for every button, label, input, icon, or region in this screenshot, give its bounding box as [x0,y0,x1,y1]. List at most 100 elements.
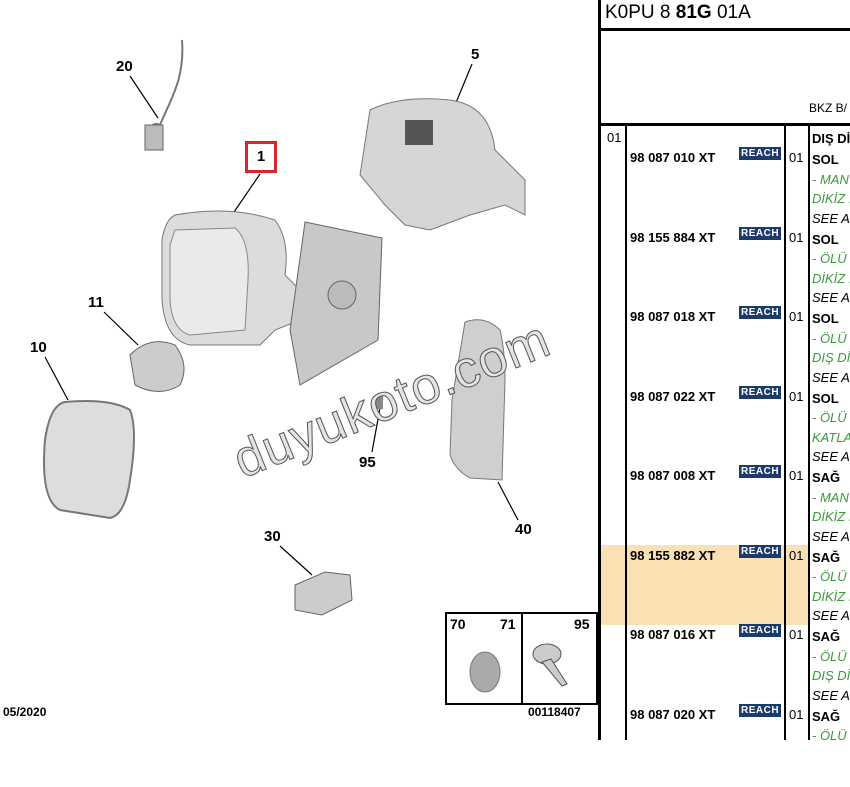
callout-40[interactable]: 40 [515,521,532,538]
desc-line-1: - ÖLÜ [812,410,847,425]
description: SAĞ - ÖLÜ [812,707,847,746]
part-number[interactable]: 98 087 018 XT [630,309,716,324]
desc-line-2: DIŞ Dİ [812,668,850,683]
desc-line-2: DİKİZ . [812,588,850,604]
see-also-link[interactable]: SEE A [812,687,850,703]
part-number[interactable]: 98 087 022 XT [630,388,716,404]
see-also-link[interactable]: SEE A [812,369,850,385]
inset-cell-70-71 [447,614,523,703]
desc-line-1: - MAN [812,171,849,187]
description: SOL - MAN DİKİZ . SEE A [812,150,850,228]
part-number[interactable]: 98 155 882 XT [630,547,716,563]
screw [532,643,568,687]
reach-badge: REACH [739,465,782,478]
side-label: SAĞ [812,549,841,565]
quantity: 01 [789,547,804,563]
desc-line-1: - ÖLÜ [812,728,847,743]
desc-line-1: - MAN [812,489,849,505]
description: SAĞ - MAN DİKİZ . SEE A [812,468,850,546]
reach-badge: REACH [739,226,782,240]
divider [784,125,786,740]
plug-cap [469,651,501,693]
callout-1-highlighted[interactable]: 1 [245,141,277,173]
desc-line-1: - ÖLÜ [812,569,847,584]
table-row[interactable]: 98 087 018 XT REACH 01 SOL - ÖLÜ DIŞ Dİ … [601,306,850,389]
mirror-glass [43,400,135,520]
table-row[interactable]: 98 087 008 XT REACH 01 SAĞ - MAN DİKİZ .… [601,465,850,548]
switch-unit [294,571,353,616]
desc-line-2: KATLA [812,429,850,445]
desc-line-1: - ÖLÜ [812,648,847,664]
desc-line-2: DİKİZ . [812,509,850,524]
callout-30[interactable]: 30 [264,528,281,545]
lower-cover [449,319,506,481]
see-also-link[interactable]: SEE A [812,528,850,544]
side-label: SAĞ [812,629,841,644]
desc-line-2: DIŞ Dİ [812,350,850,365]
desc-line-1: - ÖLÜ [812,330,847,346]
bkz-label: BKZ B/ [809,101,848,115]
small-parts-inset: 70 71 95 [445,612,598,705]
quantity: 01 [789,468,804,483]
see-also-link[interactable]: SEE A [812,210,850,226]
table-title: K0PU 8 81G 01A [605,2,751,23]
divider [625,125,627,740]
desc-line-2: DİKİZ . [812,270,850,286]
reach-badge: REACH [739,624,782,637]
table-row[interactable]: 98 087 020 XT REACH 01 SAĞ - ÖLÜ [601,703,850,787]
see-also-link[interactable]: SEE A [812,290,850,305]
callout-95[interactable]: 95 [359,454,376,471]
see-also-link[interactable]: SEE A [812,449,850,464]
part-number[interactable]: 98 087 020 XT [630,706,716,722]
description: SAĞ - ÖLÜ DIŞ Dİ SEE A [812,627,850,705]
part-number[interactable]: 98 155 884 XT [630,229,716,245]
callout-71[interactable]: 71 [500,616,516,632]
desc-line-2: DİKİZ . [812,191,850,206]
level-label: 01 [607,130,622,145]
reach-badge: REACH [739,544,782,558]
reach-badge: REACH [739,147,782,160]
callout-11[interactable]: 11 [88,294,104,311]
side-label: SOL [812,152,839,167]
callout-10[interactable]: 10 [30,339,47,356]
description: SAĞ - ÖLÜ DİKİZ . SEE A [812,548,850,626]
quantity: 01 [789,388,804,404]
table-row[interactable]: 98 155 882 XT REACH 01 SAĞ - ÖLÜ DİKİZ .… [601,544,850,628]
table-row[interactable]: 98 087 016 XT REACH 01 SAĞ - ÖLÜ DIŞ Dİ … [601,624,850,707]
reach-badge: REACH [739,306,782,319]
reach-badge: REACH [739,385,782,399]
callout-20[interactable]: 20 [116,58,133,75]
side-label: SAĞ [812,708,841,724]
side-label: SOL [812,231,839,247]
reach-badge: REACH [739,703,782,717]
table-row[interactable]: 98 155 884 XT REACH 01 SOL - ÖLÜ DİKİZ .… [601,226,850,310]
side-label: SAĞ [812,470,841,485]
description: SOL - ÖLÜ DİKİZ . SEE A [812,230,850,308]
callout-70[interactable]: 70 [450,616,466,632]
side-label: SOL [812,390,839,406]
table-row[interactable]: 98 087 010 XT REACH 01 SOL - MAN DİKİZ .… [601,147,850,230]
exploded-parts-diagram: duyukoto.com 20 5 1 11 10 95 40 30 70 71… [3,39,598,719]
quantity: 01 [789,229,804,245]
mirror-cover [359,98,526,231]
part-number[interactable]: 98 087 008 XT [630,468,716,483]
part-number[interactable]: 98 087 010 XT [630,150,716,165]
see-also-link[interactable]: SEE A [812,608,850,623]
quantity: 01 [789,706,804,722]
description: SOL - ÖLÜ KATLA SEE A [812,389,850,467]
part-number[interactable]: 98 087 016 XT [630,627,716,642]
callout-95-inset[interactable]: 95 [574,616,590,632]
table-row[interactable]: 98 087 022 XT REACH 01 SOL - ÖLÜ KATLA S… [601,385,850,469]
diagram-date: 05/2020 [3,705,47,719]
highlighted-row-bg [601,545,809,625]
divider [808,125,810,740]
description: SOL - ÖLÜ DIŞ Dİ SEE A [812,309,850,387]
quantity: 01 [789,627,804,642]
desc-line-1: - ÖLÜ [812,251,847,266]
callout-5[interactable]: 5 [471,46,480,63]
divider [601,28,850,31]
actuator-motor [129,341,185,392]
inset-parts-drawing [469,643,568,693]
quantity: 01 [789,309,804,324]
parts-table: K0PU 8 81G 01A BKZ B/ 01 DIŞ Dİ 98 087 0… [598,0,850,743]
